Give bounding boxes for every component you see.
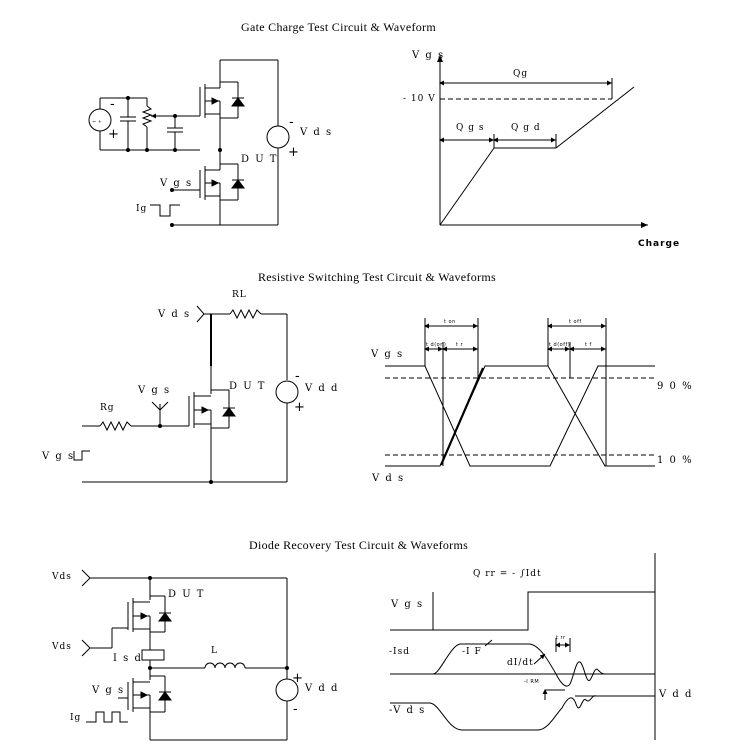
plus-sign-1: +	[108, 127, 119, 142]
t-on-label: t on	[444, 319, 456, 325]
dut-label-2: D U T	[229, 381, 266, 392]
vgs-label-2: V g s	[138, 385, 171, 396]
minus-sign-3: -	[295, 369, 300, 384]
minus10v-label: - 10 V	[403, 94, 436, 104]
dut-label-3: D U T	[168, 589, 205, 600]
vdd-label-3: V d d	[305, 683, 339, 694]
plus-sign-3: +	[294, 400, 305, 415]
vds-label-1: V d s	[300, 127, 333, 138]
l-label: L	[211, 646, 218, 656]
svg-text:~ +: ~ +	[92, 119, 102, 125]
switching-waveforms	[385, 318, 655, 467]
vgs-label-1: V g s	[160, 178, 193, 189]
isd-label: I s d	[113, 653, 143, 664]
didt-label: dI/dt	[507, 658, 534, 668]
vds-label-2: V d s	[158, 309, 191, 320]
p90-label: 9 0 %	[657, 381, 694, 392]
plus-sign-4: +	[292, 671, 303, 686]
diode-recovery-circuit	[81, 569, 299, 741]
minus-sign-2: -	[289, 115, 294, 130]
gate-charge-circuit: ~ +	[88, 59, 290, 227]
dut-label-1: D U T	[241, 154, 278, 165]
qgd-label: Q g d	[511, 123, 541, 133]
vds-curve	[390, 695, 655, 731]
vgs-input-label: V g s	[42, 451, 75, 462]
vds-mid-label: Vds	[52, 642, 72, 652]
vgs-waveform-bold	[385, 365, 655, 467]
vdd-label-2: V d d	[305, 383, 339, 394]
vdd-wave-label: V d d	[659, 689, 693, 700]
rl-label: RL	[232, 290, 247, 300]
td-off-label: t d(off)	[549, 342, 571, 348]
diode-recovery-waveforms	[390, 553, 656, 740]
vgs-curve	[439, 147, 495, 226]
vds-top-label: Vds	[52, 572, 72, 582]
section2-title: Resistive Switching Test Circuit & Wavef…	[258, 270, 496, 284]
vgs-axis-label: V g s	[412, 50, 445, 61]
vgs-pulse	[390, 591, 655, 631]
vgs-wave-label: V g s	[371, 349, 404, 360]
resistive-switching-circuit	[73, 305, 299, 484]
t-off-label: t off	[569, 319, 582, 325]
qgs-label: Q g s	[456, 123, 485, 133]
isd-wave-label: -Isd	[389, 647, 410, 657]
section3-title: Diode Recovery Test Circuit & Waveforms	[249, 538, 469, 552]
qrr-formula: Q rr = - ∫Idt	[473, 569, 542, 579]
minus-sign-4: -	[293, 702, 298, 717]
vds-wave-label: V d s	[372, 473, 405, 484]
irm-label: -I RM	[524, 679, 540, 685]
minus-sign-1: -	[110, 97, 115, 112]
charge-axis-label: Charge	[638, 239, 681, 249]
vgs-label-3: V g s	[92, 685, 125, 696]
gate-charge-waveform	[437, 55, 648, 228]
vds-waveform	[385, 365, 655, 467]
qg-label: Qg	[513, 69, 529, 79]
ig-label-3: Ig	[70, 713, 82, 723]
p10-label: 1 0 %	[657, 455, 694, 466]
section1-title: Gate Charge Test Circuit & Waveform	[241, 20, 436, 34]
vgs-wave-label-3: V g s	[391, 599, 424, 610]
vds-source-symbol	[266, 125, 290, 149]
vds-wave-label-3: -V d s	[389, 705, 426, 716]
plus-sign-2: +	[288, 145, 299, 160]
ig-label-1: Ig	[136, 204, 148, 214]
tf-label: t f	[585, 342, 592, 348]
if-label: -I F	[462, 647, 482, 657]
td-on-label: t d(on)	[426, 342, 447, 348]
isd-curve	[432, 643, 606, 687]
trr-label: t rr	[556, 635, 566, 641]
tr-label: t r	[456, 342, 464, 348]
rg-label: Rg	[100, 403, 115, 413]
